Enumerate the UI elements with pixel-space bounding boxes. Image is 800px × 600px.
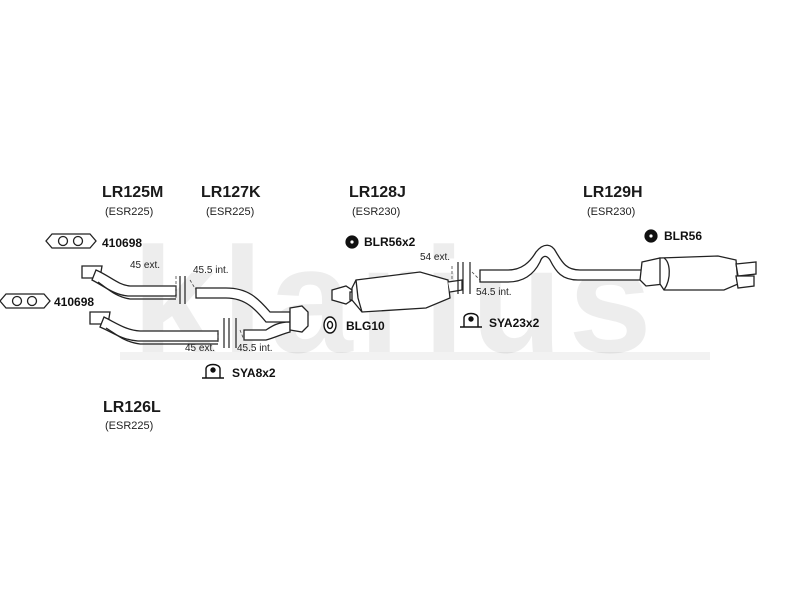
y-pipe-lr127k xyxy=(195,287,309,341)
watermark-underline xyxy=(120,352,710,360)
dimension-label: 45 ext. xyxy=(130,260,161,271)
blg10-label: BLG10 xyxy=(346,319,385,333)
dimension-lines xyxy=(175,266,481,342)
gasket-top-icon xyxy=(45,233,97,249)
rear-silencer-lr129h xyxy=(639,255,757,291)
gasket-bottom-label: 410698 xyxy=(54,295,95,309)
part-ref-lr128j: (ESR230) xyxy=(352,206,401,218)
joint-clamp-icon xyxy=(179,262,471,348)
part-ref-lr125m: (ESR225) xyxy=(105,206,154,218)
part-code-lr127k: LR127K xyxy=(201,184,261,201)
part-code-lr128j: LR128J xyxy=(349,184,406,201)
dimension-label: 45 ext. xyxy=(185,343,216,354)
gasket-bottom-icon xyxy=(0,293,51,309)
downpipe-lr125m xyxy=(81,265,177,300)
rubber-hanger-icon xyxy=(345,235,359,249)
part-code-lr126l: LR126L xyxy=(103,399,161,416)
part-ref-lr127k: (ESR225) xyxy=(206,206,255,218)
dimension-label: 45.5 int. xyxy=(237,343,273,354)
exhaust-clamp-small-icon xyxy=(202,363,224,379)
dimension-label: 54 ext. xyxy=(420,252,451,263)
part-code-lr129h: LR129H xyxy=(583,184,643,201)
blr56x2-label: BLR56x2 xyxy=(364,235,416,249)
part-code-lr125m: LR125M xyxy=(102,184,164,201)
dimension-label: 45.5 int. xyxy=(193,265,229,276)
dimension-label: 54.5 int. xyxy=(476,287,512,298)
part-ref-lr126l: (ESR225) xyxy=(105,420,154,432)
blr56-label: BLR56 xyxy=(664,229,703,243)
sya8x2-label: SYA8x2 xyxy=(232,366,276,380)
rubber-hanger-rear-icon xyxy=(644,229,658,243)
part-ref-lr129h: (ESR230) xyxy=(587,206,636,218)
exhaust-clamp-icon xyxy=(460,312,482,328)
rubber-ring-icon xyxy=(323,316,337,334)
sya23x2-label: SYA23x2 xyxy=(489,316,540,330)
gasket-top-label: 410698 xyxy=(102,236,143,250)
